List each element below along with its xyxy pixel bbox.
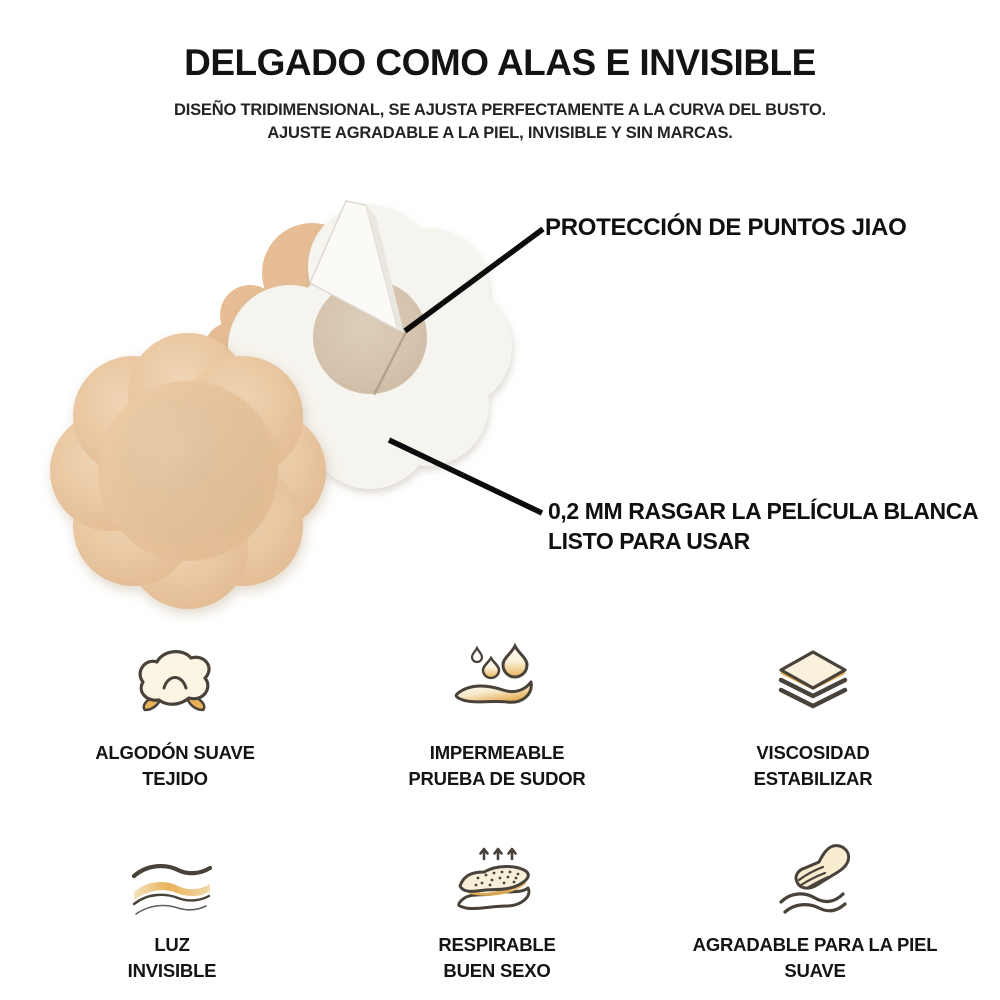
beige-flower-center: [104, 377, 288, 561]
page-subtitle: DISEÑO TRIDIMENSIONAL, SE AJUSTA PERFECT…: [0, 99, 1000, 145]
annotation-line-film: [387, 437, 544, 516]
callout-film-line-2: LISTO PARA USAR: [548, 528, 750, 554]
sweatproof-drops-icon: [377, 642, 617, 712]
subtitle-line-1: DISEÑO TRIDIMENSIONAL, SE AJUSTA PERFECT…: [174, 101, 826, 119]
subtitle-line-2: AJUSTE AGRADABLE A LA PIEL, INVISIBLE Y …: [267, 124, 733, 142]
invisible-waves-icon: [52, 842, 292, 922]
callout-film-instruction: 0,2 MM RASGAR LA PELÍCULA BLANCA LISTO P…: [548, 496, 979, 556]
callout-film-line-1: 0,2 MM RASGAR LA PELÍCULA BLANCA: [548, 498, 979, 524]
callout-jiao-protection: PROTECCIÓN DE PUNTOS JIAO: [545, 214, 907, 241]
cotton-icon: [55, 644, 295, 712]
adhesive-center-circle: [313, 280, 427, 394]
annotation-line-jiao: [403, 226, 545, 334]
breathable-fabric-icon: [377, 842, 617, 922]
peel-film-tab: [309, 200, 404, 333]
adhesive-layers-icon: [693, 644, 933, 712]
hand-soft-skin-icon: [615, 842, 1000, 922]
page-title: DELGADO COMO ALAS E INVISIBLE: [184, 42, 816, 83]
product-photo: [50, 200, 545, 609]
